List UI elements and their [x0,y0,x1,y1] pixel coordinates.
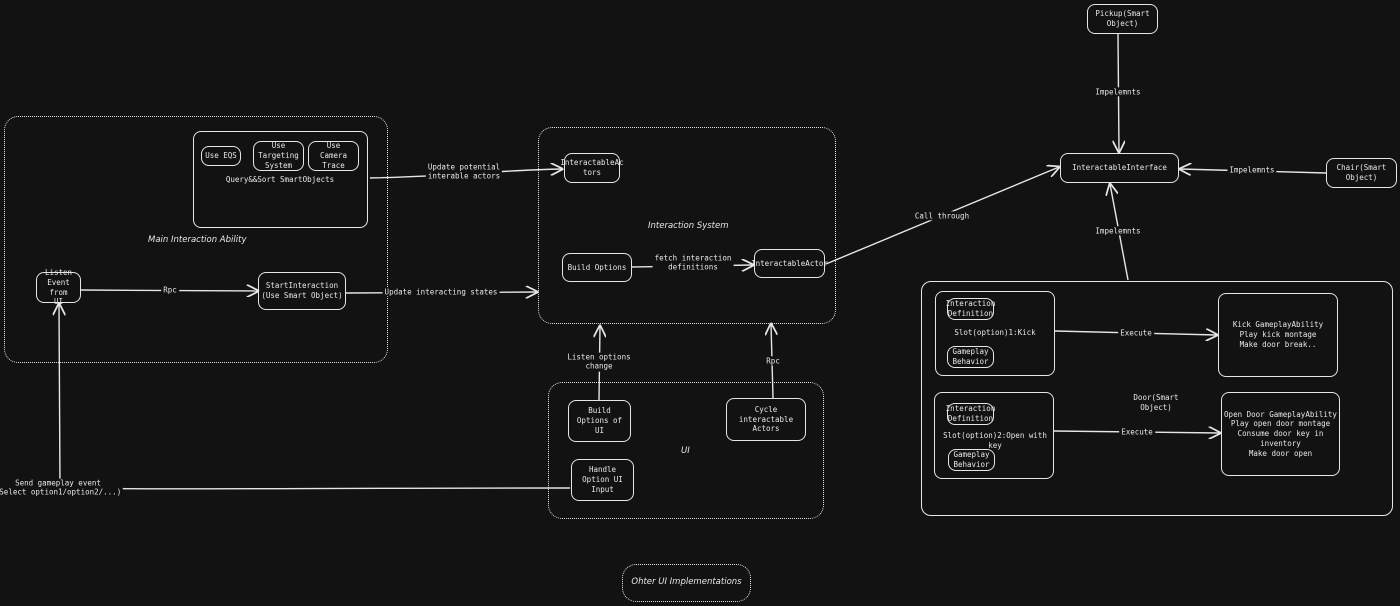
edge-label-send-event: Send gameplay event (Select option1/opti… [0,478,124,498]
start-interaction-node: StartInteraction (Use Smart Object) [258,272,346,310]
slot1-behavior: Gameplay Behavior [947,346,994,368]
pickup-node: Pickup(Smart Object) [1087,4,1158,34]
other-ui-box: Ohter UI Implementations [622,564,751,602]
listen-event-node: Listen Event from UI [36,268,81,306]
build-options-ui-node: Build Options of UI [568,400,631,442]
open-ability-node: Open Door GameplayAbility Play open door… [1221,392,1340,476]
slot1-box [935,291,1055,376]
interaction-system-title: Interaction System [648,221,729,231]
slot2-label: Slot(option)2:Open with key [943,431,1047,450]
build-options-node: Build Options [562,253,632,282]
main-interaction-ability-group [4,116,388,363]
edge-label-call-through: Call through [912,211,972,221]
interactable-interface-node: InteractableInterface [1060,153,1179,183]
ui-group [548,382,824,519]
slot2-box [934,392,1054,479]
use-camera-node: Use Camera Trace [308,141,359,171]
main-interaction-ability-title: Main Interaction Ability [148,235,247,245]
query-sort-label: Query&&Sort SmartObjects [225,175,335,184]
door-group [921,281,1393,516]
door-title: Door(Smart Object) [1133,393,1179,412]
edge-label-execute2: Execute [1119,427,1155,437]
interactable-actor-node: InteractableActor [751,249,828,278]
edge-label-update-potential: Update potential interable actors [425,162,503,182]
edge-label-implements-chair: Impelemnts [1227,165,1277,175]
slot1-definition: Interaction Definition [945,298,996,320]
edge-label-implements-pickup: Impelemnts [1093,87,1143,97]
interactable-actors-node: InteractableAc tors [560,153,624,183]
slot2-behavior: Gameplay Behavior [948,449,995,471]
handle-option-node: Handle Option UI Input [571,459,634,501]
edge-label-update-states: Update interacting states [382,287,500,297]
edge-label-fetch-defs: fetch interaction definitions [652,253,734,273]
use-targeting-node: Use Targeting System [253,141,304,171]
cycle-actors-node: Cycle interactable Actors [726,398,806,441]
edge-label-rpc2: Rpc [764,356,782,366]
edge-label-implements-door: Impelemnts [1093,226,1143,236]
interaction-system-group [538,127,836,324]
edge-label-listen-options: Listen options change [565,352,633,372]
ui-title: UI [681,446,690,456]
use-eqs-node: Use EQS [201,146,241,166]
kick-ability-node: Kick GameplayAbility Play kick montage M… [1218,293,1338,377]
chair-node: Chair(Smart Object) [1326,158,1397,188]
query-sort-box [193,131,368,228]
slot1-label: Slot(option)1:Kick [954,328,1036,337]
edge-label-rpc1: Rpc [161,285,179,295]
slot2-definition: Interaction Definition [945,403,996,425]
edge-label-execute1: Execute [1118,328,1154,338]
